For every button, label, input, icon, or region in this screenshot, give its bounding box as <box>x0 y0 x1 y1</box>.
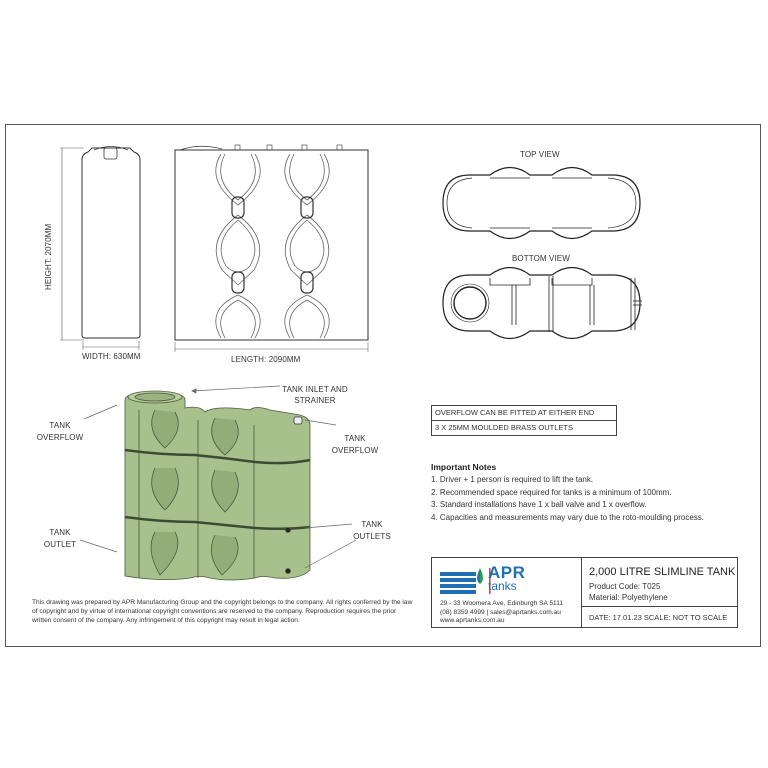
callout-line: TANK INLET AND <box>282 385 348 394</box>
title-block: APR tanks 29 - 33 Woomera Ave, Edinburgh… <box>431 557 738 628</box>
note-item: 1. Driver + 1 person is required to lift… <box>431 475 594 484</box>
product-info: 2,000 LITRE SLIMLINE TANK Product Code: … <box>582 558 737 627</box>
callout-line: OVERFLOW <box>331 446 379 455</box>
company-info: APR tanks 29 - 33 Woomera Ave, Edinburgh… <box>432 558 582 627</box>
callout-tank-overflow-left: TANK OVERFLOW <box>30 420 90 444</box>
company-contact: (08) 8359 4999 | sales@aprtanks.com.au <box>440 609 561 616</box>
width-dimension-label: WIDTH: 630MM <box>82 352 141 361</box>
callout-line: TANK <box>361 520 383 529</box>
height-dimension-label: HEIGHT: 2070MM <box>44 223 53 290</box>
note-item: 4. Capacities and measurements may vary … <box>431 512 705 522</box>
bottom-view-title: BOTTOM VIEW <box>512 254 570 263</box>
callout-line: OUTLET <box>43 540 77 549</box>
product-code: Product Code: T025 <box>589 582 661 591</box>
product-title: 2,000 LITRE SLIMLINE TANK <box>589 566 736 578</box>
product-material: Material: Polyethylene <box>589 593 668 602</box>
note-item: 2. Recommended space required for tanks … <box>431 487 672 497</box>
callout-line: STRAINER <box>294 396 336 405</box>
callout-tank-outlets: TANK OUTLETS <box>342 519 402 543</box>
callout-line: OUTLETS <box>353 532 391 541</box>
callout-line: TANK <box>344 434 366 443</box>
copyright-notice: This drawing was prepared by APR Manufac… <box>32 599 413 625</box>
callout-tank-inlet: TANK INLET AND STRAINER <box>280 384 350 406</box>
logo-brand: APR <box>488 563 526 582</box>
company-website: www.aprtanks.com.au <box>440 617 505 624</box>
callout-line: TANK <box>49 528 71 537</box>
top-view-title: TOP VIEW <box>520 150 560 159</box>
callout-tank-outlet: TANK OUTLET <box>30 527 90 551</box>
note-item: 3. Standard installations have 1 x ball … <box>431 500 647 509</box>
callout-line: OVERFLOW <box>36 433 84 442</box>
date-scale: DATE: 17.01.23 SCALE: NOT TO SCALE <box>582 606 737 628</box>
notes-title: Important Notes <box>431 462 497 472</box>
drawing-border <box>5 124 761 647</box>
spec-row: 3 X 25MM MOULDED BRASS OUTLETS <box>432 420 616 435</box>
spec-row: OVERFLOW CAN BE FITTED AT EITHER END <box>435 408 595 417</box>
logo-sub: tanks <box>488 579 517 593</box>
callout-tank-overflow-right: TANK OVERFLOW <box>325 433 385 457</box>
spec-table: OVERFLOW CAN BE FITTED AT EITHER END 3 X… <box>431 405 617 436</box>
callout-line: TANK <box>49 421 71 430</box>
company-address: 29 - 33 Woomera Ave, Edinburgh SA 5111 <box>440 600 564 607</box>
length-dimension-label: LENGTH: 2090MM <box>231 355 301 364</box>
apr-tanks-logo-icon <box>440 568 491 594</box>
important-notes: Important Notes 1. Driver + 1 person is … <box>431 462 704 524</box>
